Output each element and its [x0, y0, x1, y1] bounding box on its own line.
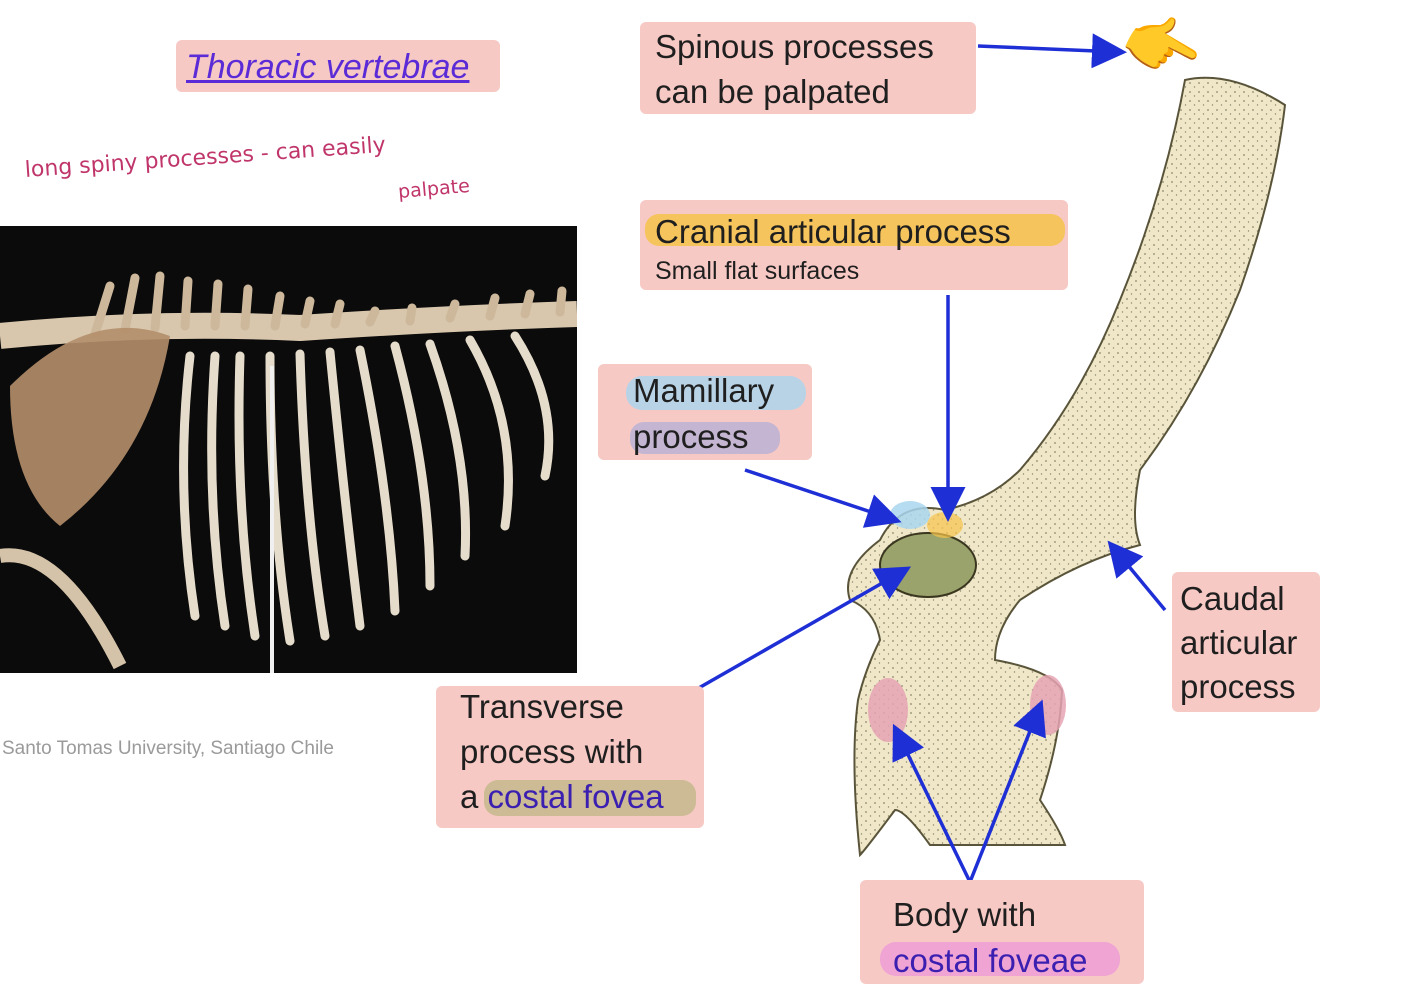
arrow-caudal	[1107, 540, 1167, 612]
cranial-label-title: Cranial articular process	[655, 213, 1011, 250]
transverse-label-line3: a costal fovea	[460, 774, 664, 819]
title-highlight	[176, 40, 500, 92]
mamillary-label-line1: Mamillary	[633, 372, 775, 409]
transverse-fovea-highlight	[484, 780, 696, 816]
arrow-spinous	[977, 33, 1127, 69]
arrow-body-left	[892, 723, 972, 883]
arrow-mamillary	[744, 468, 902, 528]
spinous-label-line1: Spinous processes	[655, 28, 934, 65]
mamillary-highlight	[890, 501, 930, 529]
caudal-label-line1: Caudal	[1180, 580, 1285, 617]
caudal-label-bg	[1172, 572, 1320, 712]
caudal-label-line2: articular	[1180, 624, 1298, 661]
photo-credit: Santo Tomas University, Santiago Chile	[2, 738, 334, 759]
cranial-orange-highlight	[645, 214, 1065, 246]
transverse-label-line2: process with	[460, 733, 644, 770]
arrow-transverse	[689, 566, 912, 695]
arrow-body-right	[968, 699, 1046, 883]
transverse-label-prefix: a	[460, 778, 488, 815]
body-costal-pink-highlight	[880, 942, 1120, 976]
skeleton-drawing	[0, 271, 577, 673]
skeleton-photo	[0, 226, 577, 673]
caudal-label-line3: process	[1180, 668, 1296, 705]
body-label-line2: costal foveae	[893, 942, 1088, 979]
mamillary-blue-highlight-1	[626, 376, 806, 410]
mamillary-blue-highlight-2	[630, 422, 780, 454]
cranial-highlight	[927, 512, 963, 538]
cranial-costal-fovea-shape	[868, 678, 908, 742]
spinous-label-bg	[640, 22, 976, 114]
mamillary-label-line2: process	[633, 418, 749, 455]
body-label-line1: Body with	[893, 896, 1037, 933]
caudal-costal-fovea-shape	[1030, 675, 1066, 735]
cranial-label-subtitle: Small flat surfaces	[655, 257, 860, 285]
transverse-label-line1: Transverse	[460, 688, 624, 725]
transverse-label-costal-fovea: costal fovea	[487, 778, 664, 815]
transverse-fovea-shape	[879, 532, 977, 598]
spinous-label-line2: can be palpated	[655, 73, 890, 110]
page-title-link[interactable]: Thoracic vertebrae	[186, 48, 470, 86]
